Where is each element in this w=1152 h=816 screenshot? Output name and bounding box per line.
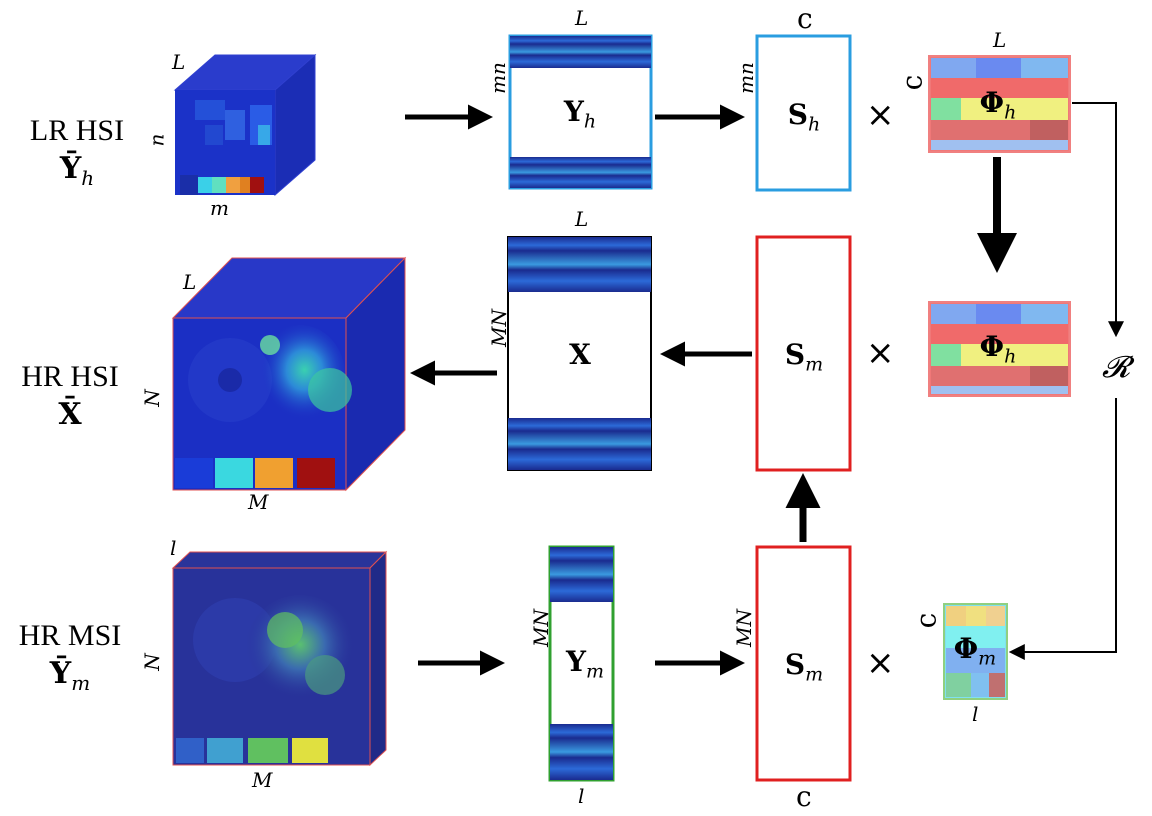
hr-hsi-symbol: X̄ xyxy=(5,396,135,437)
matrix-phi-h-top xyxy=(928,55,1071,153)
label-ym: Ym xyxy=(545,645,625,683)
hr-cube-bottom-label: M xyxy=(248,490,269,514)
arrows xyxy=(405,102,1124,676)
x-side-label: MN xyxy=(486,309,511,347)
hr-hsi-cube xyxy=(171,256,407,492)
lr-cube-side-label: n xyxy=(144,133,169,147)
lr-cube-bottom-label: m xyxy=(210,196,229,220)
label-phi-h-mid: Φh xyxy=(958,330,1038,368)
ym-char: Y xyxy=(565,645,586,678)
lr-hsi-symbol: Ȳh xyxy=(12,150,142,191)
hr-cube-side-label: N xyxy=(139,389,164,407)
hr-msi-symbol-char: Ȳ xyxy=(49,655,72,691)
hr-hsi-symbol-char: X̄ xyxy=(58,396,82,432)
hr-msi-symbol: Ȳm xyxy=(5,655,135,696)
yh-sub: h xyxy=(583,110,597,133)
label-sm-bot: Sm xyxy=(764,648,844,686)
matrix-ym xyxy=(548,545,615,782)
ym-side-label: MN xyxy=(528,609,553,647)
phi-m-bottom-label: l xyxy=(972,702,979,726)
hr-hsi-name: HR HSI xyxy=(21,360,119,393)
msi-cube-bottom-label: M xyxy=(252,768,273,792)
yh-side-label: mn xyxy=(485,62,510,94)
label-x: X xyxy=(540,338,620,376)
matrix-x xyxy=(507,236,652,471)
sh-side-label: mn xyxy=(733,62,758,94)
label-sh: Sh xyxy=(764,98,844,136)
matrix-phi-h-mid xyxy=(928,301,1071,397)
sm-bot-sub: m xyxy=(805,663,824,686)
label-phi-h-top: Φh xyxy=(958,86,1038,124)
arrow-phi-to-r xyxy=(1072,102,1124,338)
times-mid: × xyxy=(866,333,895,373)
sm-mid-sub: m xyxy=(805,353,824,376)
msi-cube-top-label: l xyxy=(170,536,177,560)
operator-r: 𝓡 xyxy=(1102,350,1131,385)
label-hr-hsi: HR HSI X̄ xyxy=(5,358,135,437)
ym-sub: m xyxy=(585,660,605,683)
yh-top-label: L xyxy=(575,6,589,30)
times-bot: × xyxy=(866,643,895,683)
label-hr-msi: HR MSI Ȳm xyxy=(5,617,135,696)
matrix-phi-m xyxy=(943,603,1008,700)
phi-m-sub: m xyxy=(978,647,997,670)
sm-bot-side-label: MN xyxy=(731,609,756,647)
label-sm-mid: Sm xyxy=(764,338,844,376)
msi-cube-side-label: N xyxy=(139,653,164,671)
lr-hsi-symbol-char: Ȳ xyxy=(59,150,82,186)
sh-sub: h xyxy=(807,113,821,136)
hr-msi-symbol-sub: m xyxy=(71,670,91,695)
phi-h-top-side-label: c xyxy=(895,74,929,91)
x-top-label: L xyxy=(575,207,589,231)
arrow-r-to-phim xyxy=(1008,398,1117,660)
hr-cube-top-label: L xyxy=(183,270,197,294)
times-top: × xyxy=(866,95,895,135)
hr-msi-name: HR MSI xyxy=(18,619,122,652)
sm-bot-bottom-label: c xyxy=(796,780,812,813)
label-phi-m: Φm xyxy=(935,632,1015,670)
phi-h-top-top-label: L xyxy=(993,28,1007,52)
label-yh: Yh xyxy=(540,95,620,133)
lr-hsi-symbol-sub: h xyxy=(81,165,95,190)
phi-h-mid-char: Φ xyxy=(979,330,1005,363)
label-lr-hsi: LR HSI Ȳh xyxy=(12,112,142,191)
lr-hsi-name: LR HSI xyxy=(29,114,125,147)
phi-h-top-sub: h xyxy=(1004,101,1017,124)
hr-msi-cube xyxy=(171,550,388,767)
matrix-sm-mid xyxy=(755,235,852,472)
matrix-yh xyxy=(508,34,653,190)
lr-hsi-cube xyxy=(173,53,317,197)
phi-h-mid-sub: h xyxy=(1004,345,1017,368)
yh-char: Y xyxy=(563,95,584,128)
lr-cube-top-label: L xyxy=(172,50,186,74)
phi-h-top-char: Φ xyxy=(979,86,1005,119)
matrix-sm-bot xyxy=(755,545,852,782)
sm-bot-char: S xyxy=(784,648,806,681)
matrix-sh xyxy=(755,34,852,192)
sm-mid-char: S xyxy=(784,338,806,371)
sh-top-label: c xyxy=(797,2,813,35)
ym-bottom-label: l xyxy=(578,784,585,808)
phi-m-side-label: c xyxy=(909,612,943,629)
phi-m-char: Φ xyxy=(953,632,979,665)
x-char: X xyxy=(569,338,591,371)
sh-char: S xyxy=(787,98,808,131)
